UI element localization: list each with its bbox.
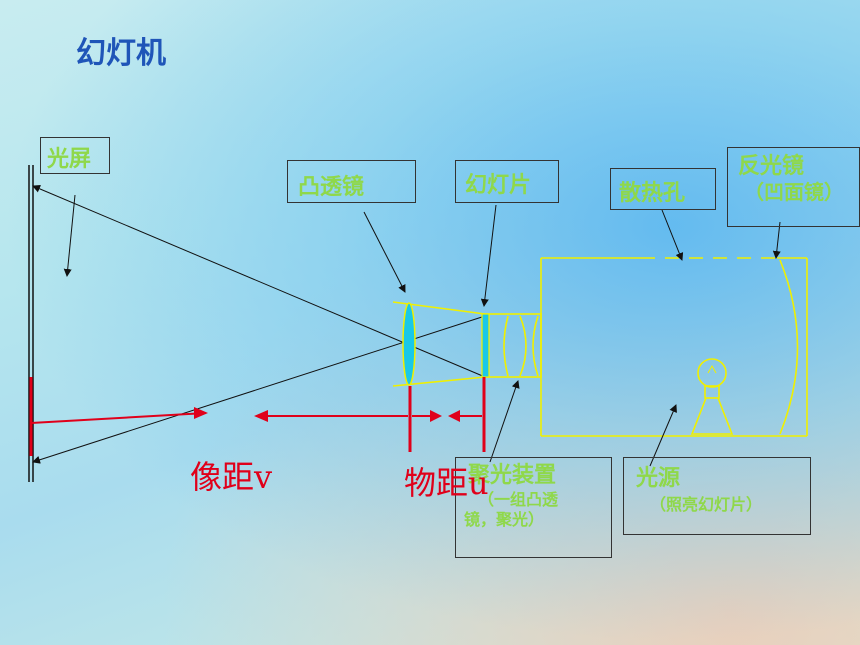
label-light-source: 光源 （照亮幻灯片） (623, 457, 811, 535)
label-slide: 幻灯片 (455, 160, 559, 203)
label-condenser: 聚光装置 （一组凸透 镜，聚光） (455, 457, 612, 558)
leader-arrows (63, 194, 781, 467)
screen-line (28, 165, 34, 482)
label-reflector: 反光镜 （凹面镜） (727, 147, 860, 227)
condenser-assembly (484, 313, 542, 378)
projector-housing (540, 257, 808, 437)
convex-lens (402, 302, 416, 386)
label-light-source-line2: （照亮幻灯片） (650, 494, 763, 514)
label-screen: 光屏 (40, 137, 110, 174)
object-distance-label: 物距u (404, 464, 489, 502)
label-condenser-line3: 镜，聚光） (464, 509, 545, 529)
slide (481, 313, 490, 378)
label-condenser-line1: 聚光装置 (468, 463, 557, 488)
light-ray-upper (32, 185, 486, 378)
label-light-source-line1: 光源 (636, 466, 681, 491)
label-convex-lens: 凸透镜 (287, 160, 416, 203)
label-reflector-line1: 反光镜 (738, 154, 805, 179)
label-condenser-line2: （一组凸透 (478, 489, 559, 509)
page-title: 幻灯机 (76, 36, 166, 71)
image-distance-label: 像距v (190, 458, 273, 496)
distance-markers (29, 377, 486, 456)
light-ray-lower (32, 315, 486, 464)
label-vent: 散热孔 (610, 168, 716, 210)
label-reflector-line2: （凹面镜） (744, 180, 844, 205)
light-bulb (690, 358, 734, 435)
concave-reflector (779, 259, 799, 435)
